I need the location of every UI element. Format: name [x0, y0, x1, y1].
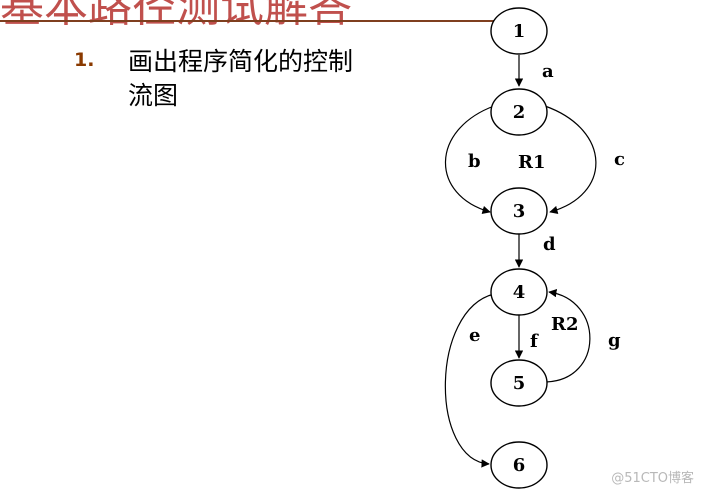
node-4: 4 — [490, 268, 548, 316]
edge-label-a: a — [542, 61, 554, 82]
node-3: 3 — [490, 187, 548, 235]
node-label-2: 2 — [513, 102, 526, 123]
list-text: 画出程序简化的控制流图 — [128, 47, 354, 110]
edge-g — [545, 288, 591, 383]
edge-label-e: e — [469, 325, 480, 346]
edge-label-b: b — [468, 151, 481, 172]
node-label-1: 1 — [513, 21, 526, 42]
slide-title: 基本路径测试解答 — [0, 0, 352, 32]
region-label-r2: R2 — [551, 314, 578, 335]
node-2: 2 — [490, 88, 548, 136]
list-item: 1. 画出程序简化的控制流图 — [74, 45, 358, 113]
node-label-4: 4 — [513, 282, 526, 303]
edge-b — [444, 105, 495, 214]
title-divider — [0, 20, 500, 22]
node-1: 1 — [490, 7, 548, 55]
node-label-5: 5 — [513, 373, 526, 394]
edge-label-c: c — [614, 149, 625, 170]
edge-label-d: d — [543, 234, 556, 255]
edge-e — [444, 293, 495, 468]
edge-label-f: f — [530, 331, 539, 352]
watermark: @51CTO博客 — [611, 471, 694, 486]
node-5: 5 — [490, 359, 548, 407]
node-label-3: 3 — [513, 201, 526, 222]
edge-label-g: g — [608, 330, 621, 351]
node-label-6: 6 — [513, 455, 526, 476]
edge-c — [544, 105, 597, 215]
node-6: 6 — [490, 441, 548, 489]
region-label-r1: R1 — [518, 152, 545, 173]
list-number: 1. — [74, 49, 95, 71]
